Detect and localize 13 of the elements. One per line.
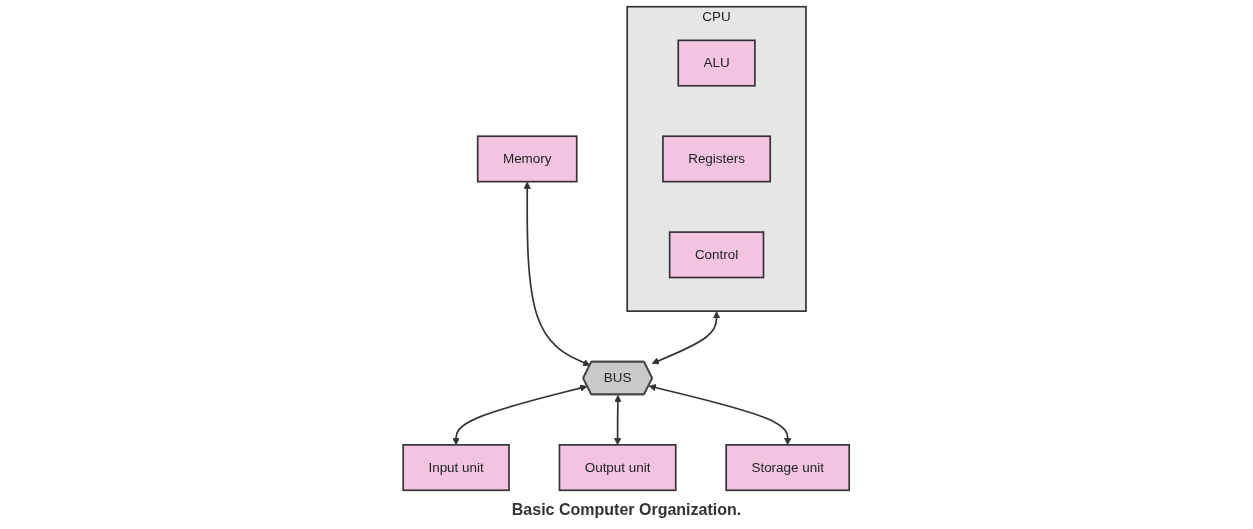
node-box: ALU — [677, 39, 757, 87]
node-box: Memory — [477, 135, 578, 183]
node-box: Control — [669, 231, 765, 279]
node-box: Registers — [662, 135, 772, 183]
node-box: Output unit — [558, 444, 677, 492]
node-box: Storage unit — [725, 444, 851, 492]
arrow — [523, 181, 591, 367]
node-box: Input unit — [402, 444, 511, 492]
arrow — [614, 394, 622, 446]
arrow — [649, 384, 792, 446]
caption: Basic Computer Organization. — [511, 501, 742, 519]
arrow — [452, 384, 588, 446]
arrow — [652, 311, 721, 365]
